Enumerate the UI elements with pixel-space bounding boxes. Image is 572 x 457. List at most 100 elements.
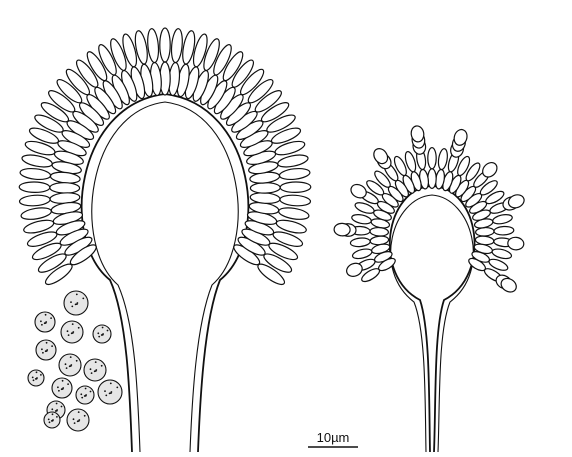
phialide: [280, 182, 311, 193]
spore-stipple: [50, 317, 52, 319]
spore-stipple: [61, 388, 63, 390]
spore-stipple: [84, 415, 86, 417]
spore-stipple: [68, 334, 70, 336]
spore-stipple: [102, 327, 104, 329]
spore-stipple: [80, 393, 82, 395]
spore-stipple: [46, 342, 48, 344]
phialide: [20, 167, 52, 181]
phialide: [491, 247, 512, 260]
phialide: [428, 148, 436, 169]
spore-stipple: [52, 413, 54, 415]
phialide: [20, 206, 52, 221]
spore-stipple: [90, 391, 92, 393]
spore-stipple: [51, 408, 53, 410]
spore-stipple: [65, 363, 67, 365]
conidium: [507, 237, 524, 251]
spore-stipple: [76, 360, 78, 362]
spore-stipple: [76, 294, 78, 296]
spore-stipple: [51, 420, 53, 422]
spore-stipple: [32, 377, 34, 379]
metula: [475, 227, 494, 236]
spore-stipple: [101, 365, 103, 367]
spore-stipple: [66, 367, 68, 369]
spore-stipple: [56, 403, 58, 405]
spore-stipple: [67, 383, 69, 385]
spore-stipple: [62, 380, 64, 382]
spore-stipple: [57, 386, 59, 388]
spore-stipple: [104, 390, 106, 392]
spore-stipple: [40, 320, 42, 322]
spore-stipple: [90, 368, 92, 370]
spore-stipple: [94, 370, 96, 372]
conidium: [334, 223, 351, 236]
spore-stipple: [95, 361, 97, 363]
spore-stipple: [61, 406, 63, 408]
phialide: [278, 206, 310, 221]
spore-stipple: [70, 356, 72, 358]
spore-stipple: [51, 345, 53, 347]
spore-stipple: [116, 387, 118, 389]
spore-stipple: [42, 352, 44, 354]
spore-stipple: [41, 348, 43, 350]
spore-stipple: [84, 395, 86, 397]
spore-stipple: [69, 365, 71, 367]
phialide: [160, 28, 170, 62]
metula: [250, 182, 280, 193]
spore-stipple: [109, 393, 111, 395]
phialide: [146, 28, 159, 63]
spore-stipple: [35, 378, 37, 380]
spore-stipple: [49, 421, 51, 423]
phialide: [279, 167, 311, 181]
phialide: [350, 237, 371, 247]
spore-stipple: [97, 332, 99, 334]
phialide: [492, 213, 513, 225]
spore-stipple: [48, 419, 50, 421]
metula: [370, 227, 389, 236]
spore-stipple: [98, 336, 100, 338]
small-conidiophore-head: [334, 125, 526, 452]
spore-stipple: [110, 383, 112, 385]
spore-stipple: [73, 418, 75, 420]
spore-stipple: [71, 306, 73, 308]
metula: [428, 169, 436, 189]
phialide: [494, 226, 514, 235]
spore-stipple: [36, 371, 38, 373]
spore-stipple: [81, 397, 83, 399]
vesicle-outline: [390, 186, 475, 452]
spore-stipple: [91, 372, 93, 374]
spore-stipple: [78, 411, 80, 413]
spore-stipple: [45, 314, 47, 316]
scale-bar-label: 10µm: [306, 430, 360, 445]
spore-stipple: [56, 416, 58, 418]
spore-stipple: [45, 350, 47, 352]
spore-stipple: [55, 410, 57, 412]
spore-stipple: [78, 327, 80, 329]
spore-stipple: [44, 322, 46, 324]
spore-stipple: [71, 332, 73, 334]
phialide: [437, 148, 448, 170]
metula: [50, 182, 80, 193]
spore-stipple: [107, 330, 109, 332]
spore-stipple: [101, 334, 103, 336]
conidia-cluster: [28, 291, 122, 431]
spore-stipple: [70, 301, 72, 303]
phialide: [19, 194, 50, 207]
phialide: [351, 213, 372, 225]
spore-stipple: [74, 422, 76, 424]
spore-stipple: [105, 395, 107, 397]
spore-stipple: [72, 323, 74, 325]
phialide: [280, 194, 311, 207]
spore-stipple: [41, 324, 43, 326]
spore-stipple: [40, 374, 42, 376]
spore-stipple: [82, 298, 84, 300]
spore-stipple: [67, 330, 69, 332]
phialide: [352, 247, 373, 260]
spore-stipple: [58, 390, 60, 392]
spore-stipple: [75, 304, 77, 306]
spore-stipple: [85, 388, 87, 390]
phialide: [170, 28, 183, 63]
spore-stipple: [77, 420, 79, 422]
phialide: [19, 182, 50, 193]
spore-stipple: [33, 379, 35, 381]
